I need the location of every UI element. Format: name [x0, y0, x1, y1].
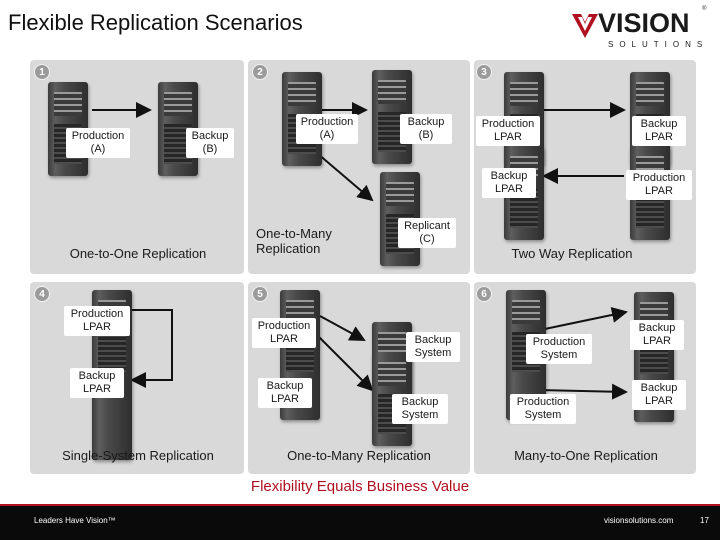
server-label: Backup LPAR — [632, 116, 686, 146]
panel-caption: One-to-Many Replication — [287, 448, 431, 463]
panel-caption: One-to-Many Replication — [256, 226, 332, 256]
footer-bar — [0, 504, 720, 540]
server-label: Backup (B) — [400, 114, 452, 144]
logo-word: VISION — [598, 8, 690, 38]
server-label: Production LPAR — [476, 116, 540, 146]
arrow — [537, 383, 628, 400]
server-label: Replicant (C) — [398, 218, 456, 248]
server-label: Backup System — [392, 394, 448, 424]
arrow — [319, 315, 366, 341]
arrow — [539, 307, 628, 331]
arrow — [311, 329, 374, 392]
server-label: Backup (B) — [186, 128, 234, 158]
footer-slogan: Leaders Have Vision™ — [34, 516, 116, 525]
server-label: Production (A) — [66, 128, 130, 158]
server-label: Backup System — [406, 332, 460, 362]
server-label: Production System — [510, 394, 576, 424]
tagline: Flexibility Equals Business Value — [250, 478, 470, 495]
server-label: Backup LPAR — [258, 378, 312, 408]
server-label: Backup LPAR — [482, 168, 536, 198]
server-label: Production LPAR — [626, 170, 692, 200]
panel-caption: One-to-One Replication — [69, 246, 207, 261]
panel-caption: Many-to-One Replication — [514, 448, 658, 463]
server-label: Production (A) — [296, 114, 358, 144]
server-label: Backup LPAR — [632, 380, 686, 410]
server-label: Production LPAR — [64, 306, 130, 336]
vision-v-mark-icon — [572, 14, 598, 38]
logo-subtitle: SOLUTIONS — [608, 40, 709, 49]
page-number: 17 — [700, 516, 709, 525]
server-label: Backup LPAR — [70, 368, 124, 398]
panel-caption: Single-System Replication — [62, 448, 214, 463]
footer-website: visionsolutions.com — [604, 516, 674, 525]
panel-number-badge: 5 — [252, 286, 268, 302]
panel-number-badge: 3 — [476, 64, 492, 80]
footer-accent-line — [0, 504, 720, 506]
arrow — [128, 309, 173, 388]
panel-number-badge: 4 — [34, 286, 50, 302]
panel-number-badge: 6 — [476, 286, 492, 302]
server-label: Backup LPAR — [630, 320, 684, 350]
server-label: Production LPAR — [252, 318, 316, 348]
logo-registered: ® — [702, 6, 707, 12]
panel-number-badge: 1 — [34, 64, 50, 80]
vision-solutions-logo: VISION SOLUTIONS ® — [572, 6, 712, 52]
panel-caption: Two Way Replication — [511, 246, 633, 261]
server-label: Production System — [526, 334, 592, 364]
panel-number-badge: 2 — [252, 64, 268, 80]
slide-title: Flexible Replication Scenarios — [8, 10, 303, 35]
